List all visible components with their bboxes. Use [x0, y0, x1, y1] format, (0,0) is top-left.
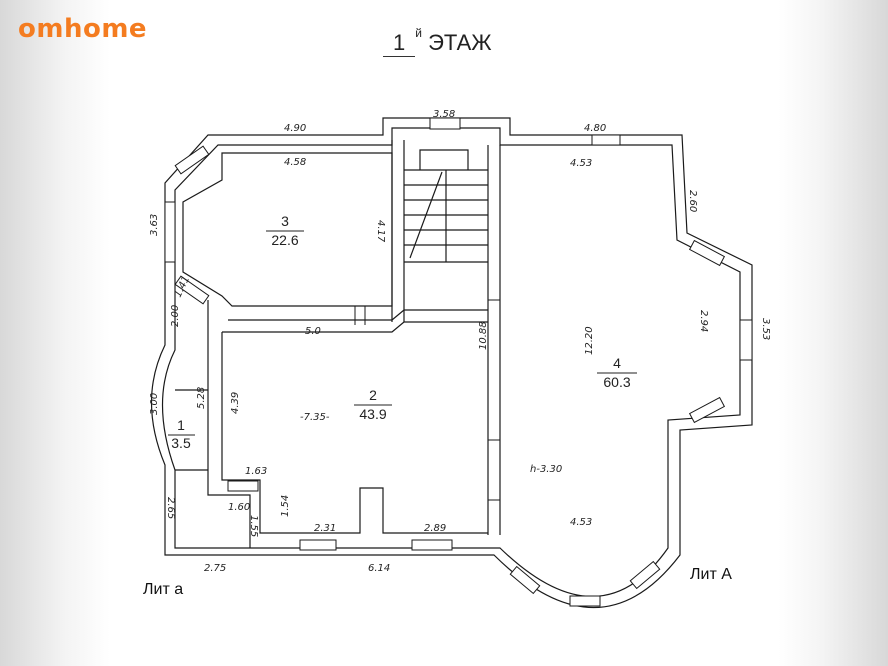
window-room4-top: [591, 134, 621, 146]
window-room3-left: [164, 201, 176, 263]
dim-bottom-b: 2.89: [424, 523, 446, 534]
window-round-right: [629, 560, 661, 590]
room-2-number: 2: [369, 387, 377, 403]
window-room2-bottom-right: [411, 539, 453, 551]
windows: [164, 117, 753, 607]
room-4-number: 4: [613, 355, 621, 371]
dim-outer-left: 2.65: [165, 497, 176, 519]
room-1-number: 1: [177, 417, 185, 433]
room-3-area: 22.6: [271, 232, 298, 248]
dim-bottom-a: 2.31: [314, 523, 336, 534]
dim-room3-top: 4.58: [284, 157, 306, 168]
window-round-left: [509, 565, 541, 595]
dim-room3-left: 3.63: [149, 214, 160, 236]
dim-room1-b: 4.39: [230, 392, 241, 414]
dim-room2-width: -7.35-: [300, 412, 330, 423]
dim-small-b: 1.60: [228, 502, 250, 513]
dim-outer-right: 3.53: [760, 318, 771, 340]
dim-room4-bottom: 4.53: [570, 517, 592, 528]
left-shadow: [0, 0, 110, 666]
window-round-bottom: [569, 595, 601, 607]
room-2-area: 43.9: [359, 406, 386, 422]
window-room4-right: [739, 319, 753, 361]
dim-room4-height: 12.20: [584, 326, 595, 355]
dim-corner-left: 2.00: [170, 305, 181, 327]
height-note: h-3.30: [530, 464, 562, 475]
dim-room4-top: 4.53: [570, 158, 592, 169]
dim-bay-left: 3.00: [149, 393, 160, 415]
dim-bottom-left: 2.75: [204, 563, 226, 574]
dim-room1-a: 5.28: [196, 387, 207, 409]
dim-top-mid: 3.58: [433, 109, 455, 120]
room-4-area: 60.3: [603, 374, 630, 390]
floor-number: 1: [383, 30, 416, 57]
window-room3-corner-top: [174, 145, 210, 175]
dim-bottom-mid: 6.14: [368, 563, 390, 574]
omhome-logo[interactable]: omhome: [18, 14, 148, 44]
room-3-number: 3: [281, 213, 289, 229]
lit-a-small-label: Лит а: [143, 581, 183, 598]
door-marks: [354, 299, 500, 501]
dim-small-d: 1.55: [248, 515, 259, 537]
window-room4-bay-bottom: [688, 396, 726, 424]
window-room2-bottom-left: [299, 539, 337, 551]
room-1-area: 3.5: [171, 435, 191, 451]
dim-small-c: 1.54: [280, 495, 291, 517]
window-room4-bay-top: [688, 239, 726, 267]
floor-label: ЭТАЖ: [428, 30, 492, 55]
lit-a-big-label: Лит А: [690, 566, 732, 583]
window-small-room: [227, 480, 259, 492]
dim-room3-right: 4.17: [375, 220, 386, 243]
floor-suffix: й: [415, 26, 422, 40]
window-room3-corner-bottom: [174, 275, 210, 305]
dim-room4-right: 2.94: [698, 310, 709, 332]
dim-room2-top: 5.0: [305, 326, 321, 337]
dim-top-right: 4.80: [584, 123, 606, 134]
dim-right-upper: 2.60: [687, 190, 698, 212]
window-top-stair: [429, 117, 461, 130]
dim-small-a: 1.63: [245, 466, 267, 477]
dim-top-left: 4.90: [284, 123, 306, 134]
right-shadow: [778, 0, 888, 666]
dim-corridor: 10.88: [478, 321, 489, 350]
walls: [150, 117, 753, 609]
